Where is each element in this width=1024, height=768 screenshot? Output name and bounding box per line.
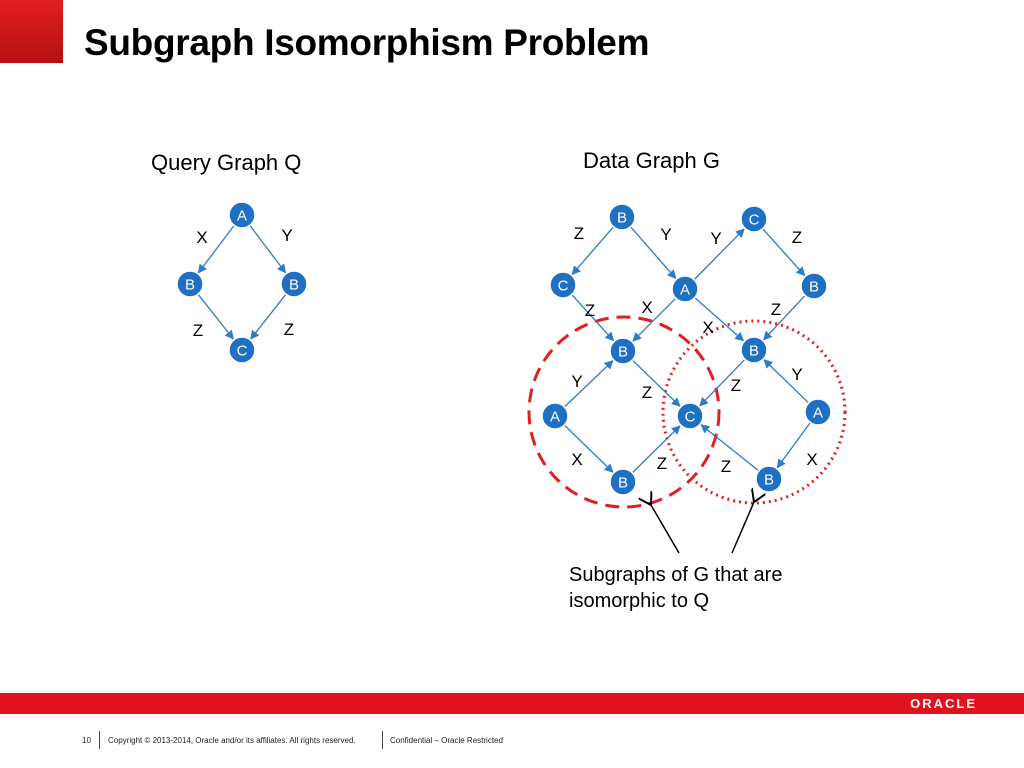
data-node-label: B xyxy=(764,472,774,489)
query-graph-label: Query Graph Q xyxy=(151,150,302,175)
corner-accent xyxy=(0,0,63,63)
data-edge-gB2-gC2 xyxy=(631,359,681,407)
data-node-gC1 xyxy=(549,271,577,299)
data-edge-label: Z xyxy=(642,383,652,402)
pointer-arrow-right xyxy=(731,502,754,554)
data-graph-label: Data Graph G xyxy=(583,148,720,173)
data-node-label: C xyxy=(685,409,696,426)
data-edge-label: X xyxy=(806,450,817,469)
query-node-label: B xyxy=(289,277,299,294)
data-edge-label: Y xyxy=(710,229,721,248)
data-edge-gB5-gC2 xyxy=(700,424,760,472)
data-node-gB4 xyxy=(609,468,637,496)
data-edge-label: X xyxy=(571,450,582,469)
pointer-arrow-left xyxy=(651,505,680,554)
data-node-label: C xyxy=(558,278,569,295)
query-edge-label: Z xyxy=(193,321,203,340)
data-node-gB2 xyxy=(609,337,637,365)
slide-title: Subgraph Isomorphism Problem xyxy=(84,22,650,63)
data-edge-gA1-gB2 xyxy=(632,297,677,342)
data-node-gB0 xyxy=(800,272,828,300)
data-edge-label: Z xyxy=(657,454,667,473)
page-number: 10 xyxy=(82,736,91,745)
query-edge-label: X xyxy=(196,228,207,247)
note-line-1: Subgraphs of G that are xyxy=(569,564,783,586)
query-edge-label: Z xyxy=(284,320,294,339)
data-edge-gB0-gB3 xyxy=(762,295,806,341)
dashed-subgraph-circle xyxy=(527,315,721,509)
query-node-qB2 xyxy=(280,270,308,298)
data-edge-gA1-gB3 xyxy=(694,297,745,342)
oracle-logo: ORACLE xyxy=(910,696,977,711)
data-edge-gC1-gB2 xyxy=(571,294,615,342)
data-node-gC0 xyxy=(740,205,768,233)
data-edge-gB1-gC1 xyxy=(571,226,614,276)
footer-separator xyxy=(99,731,100,749)
data-node-gB3 xyxy=(740,336,768,364)
data-node-gB1 xyxy=(608,203,636,231)
data-node-gA1 xyxy=(671,275,699,303)
footer-separator xyxy=(382,731,383,749)
data-node-label: A xyxy=(550,409,560,426)
footer-red-bar xyxy=(0,693,1024,714)
data-edge-label: Y xyxy=(571,372,582,391)
query-edge-qB1-qC xyxy=(197,293,234,340)
data-edge-gB3-gC2 xyxy=(699,358,746,407)
data-node-label: B xyxy=(618,344,628,361)
query-node-qC xyxy=(228,336,256,364)
data-edge-label: Z xyxy=(585,301,595,320)
data-edge-label: Y xyxy=(791,365,802,384)
data-node-label: B xyxy=(749,343,759,360)
data-edge-gB4-gC2 xyxy=(631,425,681,474)
isomorphic-note: Subgraphs of G that are isomorphic to Q xyxy=(569,562,782,614)
query-node-label: B xyxy=(185,277,195,294)
dotted-subgraph-circle xyxy=(661,319,847,505)
data-node-label: B xyxy=(618,475,628,492)
data-edge-gA3-gB5 xyxy=(776,422,811,469)
data-edge-label: X xyxy=(702,318,713,337)
data-edge-label: Y xyxy=(660,225,671,244)
data-edge-gA1-gC0 xyxy=(693,228,745,281)
data-edge-label: Z xyxy=(771,300,781,319)
data-node-label: B xyxy=(617,210,627,227)
query-edge-qA-qB2 xyxy=(249,224,287,274)
data-edge-gC0-gB0 xyxy=(762,228,806,277)
query-edge-label: Y xyxy=(281,226,292,245)
data-node-gC2 xyxy=(676,402,704,430)
query-edge-qA-qB1 xyxy=(197,224,235,274)
data-edge-label: X xyxy=(641,298,652,317)
query-node-qA xyxy=(228,201,256,229)
query-edge-qB2-qC xyxy=(250,293,287,340)
data-node-label: B xyxy=(809,279,819,296)
copyright-text: Copyright © 2013-2014, Oracle and/or its… xyxy=(108,736,356,745)
query-node-label: A xyxy=(237,208,247,225)
data-node-label: A xyxy=(813,405,823,422)
data-edge-gA2-gB2 xyxy=(563,360,614,408)
data-edge-label: Z xyxy=(574,224,584,243)
data-node-gA2 xyxy=(541,402,569,430)
data-edge-gA2-gB4 xyxy=(563,424,614,473)
confidential-text: Confidential – Oracle Restricted xyxy=(390,736,503,745)
data-node-gA3 xyxy=(804,398,832,426)
data-node-gB5 xyxy=(755,465,783,493)
data-edge-label: Z xyxy=(731,376,741,395)
data-edge-label: Z xyxy=(792,228,802,247)
data-edge-gB1-gA1 xyxy=(630,226,677,280)
note-line-2: isomorphic to Q xyxy=(569,590,710,612)
data-edge-gA3-gB3 xyxy=(763,359,810,404)
query-node-qB1 xyxy=(176,270,204,298)
data-edge-label: Z xyxy=(721,457,731,476)
data-node-label: A xyxy=(680,282,690,299)
data-node-label: C xyxy=(749,212,760,229)
query-node-label: C xyxy=(237,343,248,360)
